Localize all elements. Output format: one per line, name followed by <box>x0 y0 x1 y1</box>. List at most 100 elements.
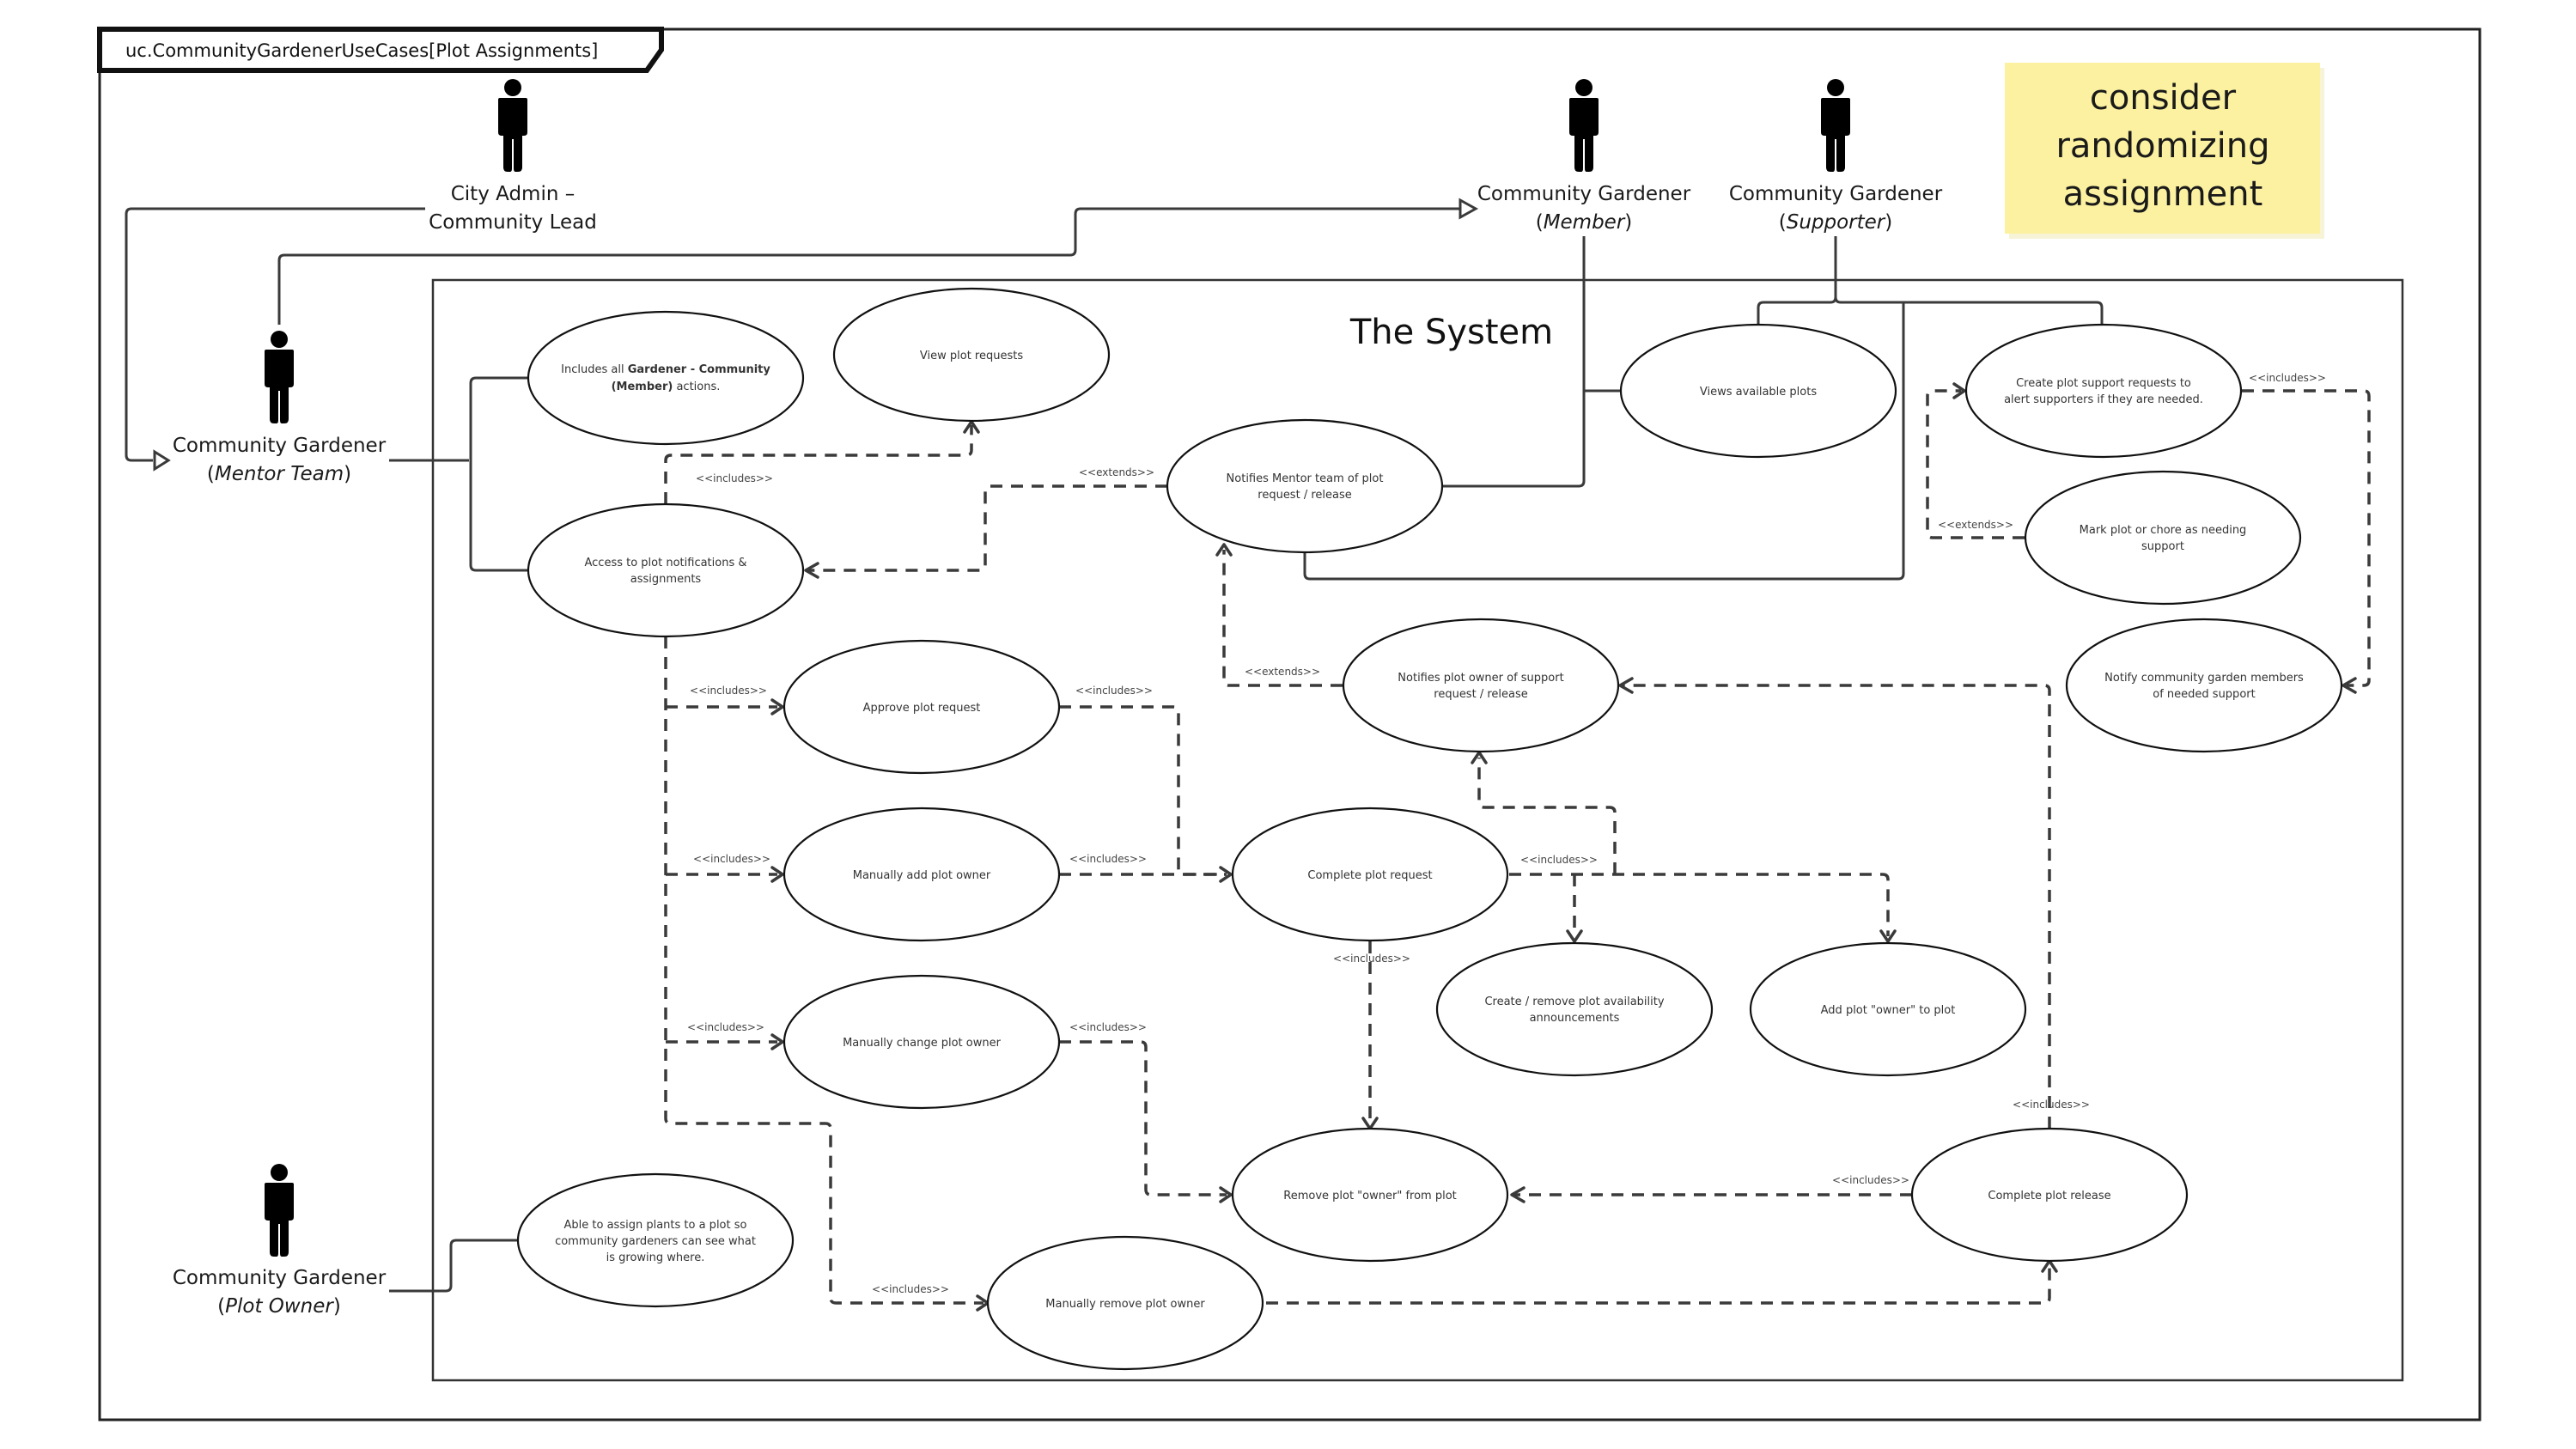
stereotype-label: <<includes>> <box>693 853 770 865</box>
stereotype-label: <<extends>> <box>1938 519 2013 531</box>
include-access-view <box>664 425 973 504</box>
use-case-label: Views available plots <box>1700 386 1817 399</box>
use-case-label: Complete plot release <box>1988 1190 2110 1202</box>
actor-icon <box>498 79 527 172</box>
use-case-add-plot-owner[interactable]: Add plot "owner" to plot <box>1749 941 2027 1077</box>
use-case-label: Notifies plot owner of support <box>1398 672 1563 685</box>
stereotype-label: <<includes>> <box>1333 953 1410 965</box>
arrowhead <box>1566 929 1583 943</box>
actor-label: Community Gardener <box>1729 183 1943 205</box>
use-case-includes-all[interactable]: Includes all Gardener - Community (Membe… <box>527 310 805 446</box>
use-case-label-bold: Gardener - Community <box>628 363 771 376</box>
include-complete-notify-owner <box>1477 758 1617 874</box>
use-case-manually-add-plot-owner[interactable]: Manually add plot owner <box>783 807 1061 942</box>
use-case-label-bold: (Member) <box>612 381 673 393</box>
stereotype-label: <<includes>> <box>1520 854 1598 866</box>
include-manual-remove-release <box>1266 1266 2051 1305</box>
arrowhead <box>1361 1117 1379 1130</box>
use-case-complete-plot-release[interactable]: Complete plot release <box>1910 1127 2189 1263</box>
actor-label: Community Gardener <box>173 1267 387 1289</box>
stereotype-label: <<includes>> <box>1069 1021 1147 1033</box>
use-case-manually-remove-plot-owner[interactable]: Manually remove plot owner <box>986 1235 1264 1371</box>
include-access-trunk <box>664 636 984 1305</box>
system-boundary <box>431 278 2404 1382</box>
use-case-mark-plot-needing-support[interactable]: Mark plot or chore as needing support <box>2024 470 2302 606</box>
use-case-label: is growing where. <box>606 1251 705 1264</box>
association-plot-owner <box>389 1239 518 1293</box>
actor-city-admin[interactable]: City Admin – Community Lead <box>429 79 597 234</box>
use-case-views-available-plots[interactable]: Views available plots <box>1619 323 1897 459</box>
actor-role-text: Member <box>1544 211 1626 234</box>
actor-plot-owner[interactable]: Community Gardener (Plot Owner) <box>173 1164 387 1318</box>
use-case-notify-mentor-team[interactable]: Notifies Mentor team of plot request / r… <box>1166 418 1444 554</box>
use-case-label: of needed support <box>2153 688 2255 701</box>
use-case-label: Includes all <box>561 363 628 376</box>
use-case-complete-plot-request[interactable]: Complete plot request <box>1231 807 1509 942</box>
note-line-1: consider <box>2090 78 2237 118</box>
use-case-label: Notify community garden members <box>2104 672 2304 685</box>
actor-mentor-team[interactable]: Community Gardener (Mentor Team) <box>173 331 387 485</box>
use-case-label: Manually change plot owner <box>843 1037 1002 1050</box>
svg-text:(Member) actions.: (Member) actions. <box>612 381 721 393</box>
stereotype-label: <<includes>> <box>2013 1099 2090 1111</box>
association-member-notify-mentor <box>1442 236 1586 488</box>
note-line-3: assignment <box>2063 174 2263 214</box>
use-case-view-plot-requests[interactable]: View plot requests <box>832 287 1111 423</box>
actor-member[interactable]: Community Gardener (Member) <box>1477 79 1691 234</box>
include-approve-complete <box>1059 705 1227 876</box>
use-case-label: assignments <box>630 573 702 586</box>
use-case-access-notifications[interactable]: Access to plot notifications & assignmen… <box>527 502 805 638</box>
use-case-create-remove-announcements[interactable]: Create / remove plot availability announ… <box>1435 941 1714 1077</box>
use-case-label: Create / remove plot availability <box>1484 995 1664 1008</box>
include-release-notify-owner <box>1622 684 2051 1129</box>
arrowhead <box>1215 543 1233 557</box>
arrowhead <box>770 1033 784 1050</box>
actor-label: City Admin – <box>451 183 575 205</box>
frame-title: uc.CommunityGardenerUseCases[Plot Assign… <box>125 40 598 61</box>
use-case-assign-plants[interactable]: Able to assign plants to a plot so commu… <box>516 1172 795 1308</box>
stereotype-label: <<includes>> <box>1069 853 1147 865</box>
use-case-approve-plot-request[interactable]: Approve plot request <box>783 639 1061 775</box>
actor-icon <box>1569 79 1599 172</box>
actor-role-text: Mentor Team <box>215 463 344 485</box>
use-case-label: Manually add plot owner <box>853 869 991 882</box>
arrowhead <box>770 698 784 715</box>
note-line-2: randomizing <box>2055 126 2269 166</box>
use-case-create-support-requests[interactable]: Create plot support requests to alert su… <box>1964 323 2243 459</box>
use-case-label: Able to assign plants to a plot so <box>564 1219 747 1232</box>
extend-notify-mentor-access <box>807 484 1167 572</box>
use-case-label: alert supporters if they are needed. <box>2004 393 2203 406</box>
actor-role: (Mentor Team) <box>207 463 351 485</box>
use-case-label: Manually remove plot owner <box>1045 1298 1205 1311</box>
use-case-label: Mark plot or chore as needing <box>2080 524 2247 537</box>
use-case-remove-plot-owner[interactable]: Remove plot "owner" from plot <box>1231 1127 1509 1263</box>
system-title: The System <box>1349 313 1553 352</box>
stereotype-label: <<includes>> <box>696 472 773 484</box>
actor-label: Community Lead <box>429 211 597 234</box>
actor-label: Community Gardener <box>1477 183 1691 205</box>
stereotype-label: <<extends>> <box>1245 666 1320 678</box>
include-complete-add-owner <box>1509 873 1890 936</box>
use-case-label: request / release <box>1258 489 1351 502</box>
generalization-mentor-to-member <box>277 207 1460 325</box>
use-case-label: announcements <box>1530 1012 1620 1025</box>
stereotype-label: <<includes>> <box>872 1283 949 1295</box>
actor-icon <box>265 1164 294 1257</box>
arrowhead <box>1879 929 1897 943</box>
use-case-manually-change-plot-owner[interactable]: Manually change plot owner <box>783 974 1061 1110</box>
use-case-label: Complete plot request <box>1307 869 1432 882</box>
stereotype-label: <<includes>> <box>690 685 767 697</box>
use-case-notify-community-members[interactable]: Notify community garden members of neede… <box>2065 618 2343 753</box>
use-case-label: Access to plot notifications & <box>584 557 746 569</box>
association-supporter-notify-mentor <box>1303 302 1905 581</box>
arrowhead <box>804 562 819 579</box>
arrowhead <box>1219 1186 1233 1203</box>
use-case-notify-plot-owner[interactable]: Notifies plot owner of support request /… <box>1342 618 1620 753</box>
actor-supporter[interactable]: Community Gardener (Supporter) <box>1729 79 1943 234</box>
sticky-note[interactable]: consider randomizing assignment <box>2005 63 2324 239</box>
actor-icon <box>265 331 294 423</box>
use-case-label: Approve plot request <box>863 702 981 715</box>
stereotype-label: <<includes>> <box>2249 372 2326 384</box>
arrowhead <box>1219 866 1233 883</box>
